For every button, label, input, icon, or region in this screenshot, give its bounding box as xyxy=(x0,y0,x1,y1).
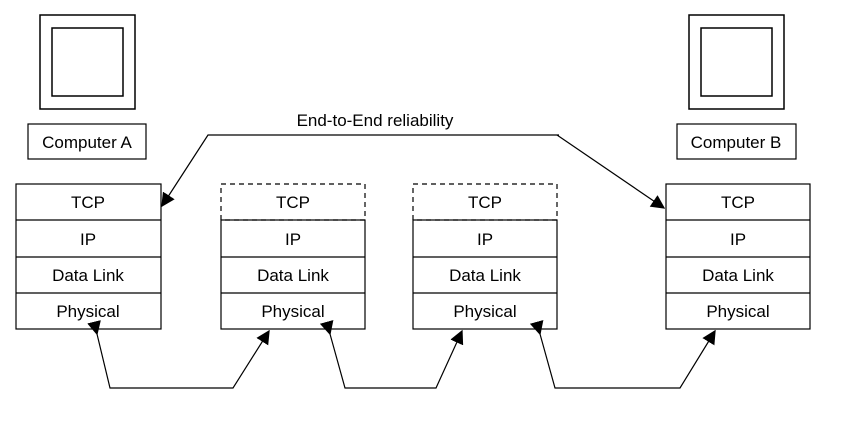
physical-link-a-r1 xyxy=(87,320,270,389)
layer-data-link: Data Link xyxy=(257,266,329,285)
layer-tcp: TCP xyxy=(71,193,105,212)
layer-data-link: Data Link xyxy=(52,266,124,285)
layer-physical: Physical xyxy=(706,302,769,321)
layer-data-link: Data Link xyxy=(702,266,774,285)
computer-a-monitor-icon xyxy=(39,14,136,110)
layer-ip: IP xyxy=(730,230,746,249)
layer-physical: Physical xyxy=(56,302,119,321)
computer-b-monitor-icon xyxy=(688,14,785,110)
layer-ip: IP xyxy=(477,230,493,249)
layer-ip: IP xyxy=(80,230,96,249)
layer-tcp: TCP xyxy=(468,193,502,212)
computer-b-label-box: Computer B xyxy=(676,123,797,160)
layer-ip: IP xyxy=(285,230,301,249)
layer-physical: Physical xyxy=(453,302,516,321)
computer-a-label: Computer A xyxy=(42,133,132,152)
end-to-end-label: End-to-End reliability xyxy=(297,111,454,130)
layer-tcp: TCP xyxy=(276,193,310,212)
stack-host-b: TCP IP Data Link Physical xyxy=(665,183,811,330)
stack-host-a: TCP IP Data Link Physical xyxy=(15,183,162,330)
stack-router-1: TCP IP Data Link Physical xyxy=(220,183,366,330)
computer-a-label-box: Computer A xyxy=(27,123,147,160)
physical-link-r1-r2 xyxy=(319,319,464,389)
layer-physical: Physical xyxy=(261,302,324,321)
physical-link-r2-b xyxy=(529,319,716,389)
layer-data-link: Data Link xyxy=(449,266,521,285)
computer-b-label: Computer B xyxy=(691,133,782,152)
end-to-end-arrow-left xyxy=(161,134,559,208)
stack-router-2: TCP IP Data Link Physical xyxy=(412,183,558,330)
layer-tcp: TCP xyxy=(721,193,755,212)
end-to-end-arrow-right xyxy=(556,134,666,209)
